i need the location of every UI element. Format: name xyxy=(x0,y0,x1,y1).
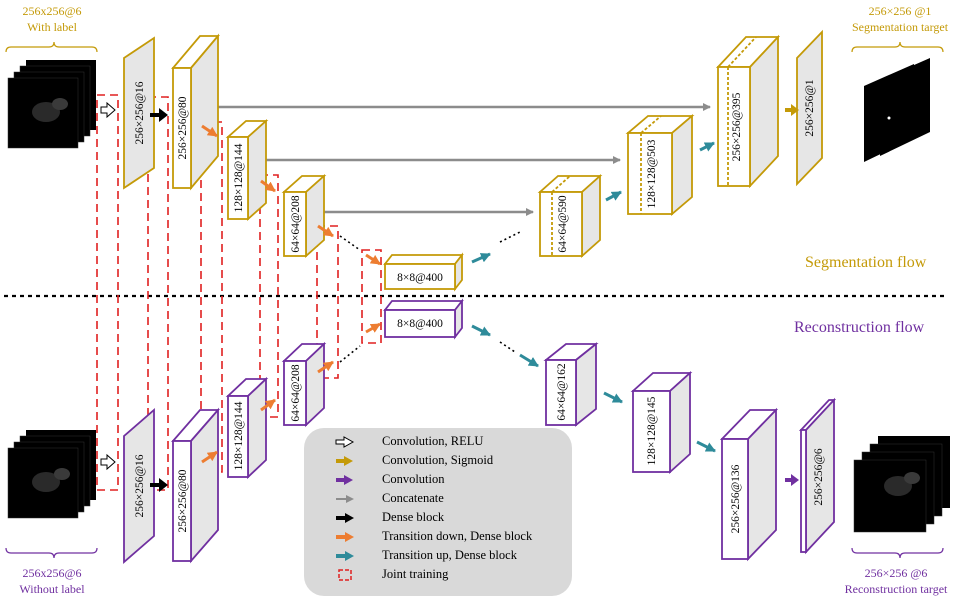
input-bottom-caption: Without label xyxy=(19,582,85,596)
seg-block-4 xyxy=(281,173,327,259)
seg-label-2: 256×256@80 xyxy=(177,96,189,159)
segmentation-target-size: 256×256 @1 xyxy=(868,4,932,18)
seg-label-4: 64×64@208 xyxy=(290,195,302,253)
rec-block-2 xyxy=(171,407,220,564)
legend-item-dense-block: Dense block xyxy=(304,509,572,528)
legend-label: Dense block xyxy=(382,510,445,524)
seg-block-5 xyxy=(383,252,464,292)
purple-arrow-icon xyxy=(336,475,353,485)
rec-block-4 xyxy=(281,341,327,428)
legend-item-conv-sigmoid: Convolution, Sigmoid xyxy=(304,452,572,471)
input-image-stack-top xyxy=(7,60,96,149)
legend-label: Transition down, Dense block xyxy=(382,529,533,543)
dense-arrow-bottom xyxy=(150,478,168,492)
legend-label: Convolution xyxy=(382,472,445,486)
legend-item-concatenate: Concatenate xyxy=(304,490,572,509)
legend-item-conv: Convolution xyxy=(304,471,572,490)
seg-block-2 xyxy=(171,33,220,191)
rec-label-9: 256×256@6 xyxy=(813,448,825,506)
conv-relu-arrow-top xyxy=(100,101,116,119)
reconstruction-blocks xyxy=(123,298,837,564)
rec-label-7: 128×128@145 xyxy=(646,396,658,465)
rec-block-7 xyxy=(630,370,693,475)
seg-block-7 xyxy=(625,114,695,216)
seg-label-5: 8×8@400 xyxy=(397,272,443,284)
seg-block-8 xyxy=(715,34,781,189)
rec-block-1 xyxy=(123,408,155,564)
seg-block-3 xyxy=(225,118,269,222)
seg-label-8: 256×256@395 xyxy=(731,92,743,161)
conv-relu-arrow-bottom xyxy=(100,453,116,471)
gold-arrow-icon xyxy=(336,456,353,466)
red-dashed-box-icon xyxy=(338,569,352,581)
seg-block-6 xyxy=(537,173,603,259)
joint-box-1 xyxy=(96,94,119,491)
segmentation-flow-label: Segmentation flow xyxy=(805,254,927,271)
image-brackets xyxy=(5,41,944,559)
gray-arrow-icon xyxy=(336,495,354,503)
input-top-size: 256x256@6 xyxy=(22,4,82,18)
joint-box-6 xyxy=(361,249,382,344)
legend-item-transition-down: Transition down, Dense block xyxy=(304,528,572,547)
conv-arrow-purple xyxy=(785,474,799,486)
legend-label: Convolution, Sigmoid xyxy=(382,453,494,467)
seg-label-9: 256×256@1 xyxy=(804,79,816,137)
seg-block-1 xyxy=(123,36,155,190)
rec-block-9 xyxy=(798,397,837,555)
seg-label-3: 128×128@144 xyxy=(233,143,245,212)
reconstruction-target-size: 256×256 @6 xyxy=(864,566,928,580)
rec-block-6 xyxy=(543,342,599,427)
input-top-caption: With label xyxy=(27,20,77,34)
rec-label-2: 256×256@80 xyxy=(177,469,189,532)
legend-item-joint-training: Joint training xyxy=(304,566,572,585)
joint-box-5 xyxy=(316,225,339,379)
rec-label-6: 64×64@162 xyxy=(556,363,568,421)
segmentation-target-caption: Segmentation target xyxy=(851,20,949,34)
seg-block-9 xyxy=(796,29,823,187)
segmentation-target-image xyxy=(864,58,930,162)
input-conv-arrows xyxy=(100,101,799,492)
concatenate-arrows xyxy=(205,103,711,216)
block-labels: 256×256@16 256×256@80 128×128@144 64×64@… xyxy=(134,79,825,533)
seg-label-1: 256×256@16 xyxy=(134,81,146,144)
segmentation-blocks xyxy=(123,29,823,292)
rec-label-8: 256×256@136 xyxy=(730,464,742,533)
rec-label-4: 64×64@208 xyxy=(290,364,302,422)
joint-box-2 xyxy=(147,96,169,491)
rec-block-5 xyxy=(383,298,464,340)
input-bottom-size: 256x256@6 xyxy=(22,566,82,580)
reconstruction-target-caption: Reconstruction target xyxy=(844,582,948,596)
orange-arrow-icon xyxy=(336,532,354,542)
seg-label-7: 128×128@503 xyxy=(646,139,658,208)
rec-block-3 xyxy=(225,376,269,480)
legend-label: Joint training xyxy=(382,567,449,581)
dotted-connectors xyxy=(339,231,521,363)
legend-item-conv-relu: Convolution, RELU xyxy=(304,433,572,452)
reconstruction-target-image xyxy=(853,436,950,533)
transition-up-arrows xyxy=(471,141,716,453)
rec-label-3: 128×128@144 xyxy=(233,401,245,470)
legend: Convolution, RELU Convolution, Sigmoid C… xyxy=(304,428,572,596)
bracket-bottom-right xyxy=(851,547,944,559)
dense-arrow-top xyxy=(150,108,168,122)
bracket-top-right xyxy=(851,41,944,53)
seg-label-6: 64×64@590 xyxy=(557,195,569,253)
transition-down-arrows xyxy=(201,124,381,464)
rec-label-1: 256×256@16 xyxy=(134,454,146,517)
input-image-stack-bottom xyxy=(7,430,96,519)
legend-label: Concatenate xyxy=(382,491,444,505)
black-arrow-icon xyxy=(336,513,354,523)
reconstruction-flow-label: Reconstruction flow xyxy=(794,319,925,336)
hollow-arrow-icon xyxy=(335,436,355,448)
legend-label: Transition up, Dense block xyxy=(382,548,517,562)
legend-item-transition-up: Transition up, Dense block xyxy=(304,547,572,566)
bracket-top-left xyxy=(5,41,98,53)
teal-arrow-icon xyxy=(336,551,354,561)
legend-label: Convolution, RELU xyxy=(382,434,484,448)
rec-block-8 xyxy=(719,407,779,562)
bracket-bottom-left xyxy=(5,547,98,559)
sigmoid-arrow xyxy=(785,104,799,116)
rec-label-5: 8×8@400 xyxy=(397,318,443,330)
